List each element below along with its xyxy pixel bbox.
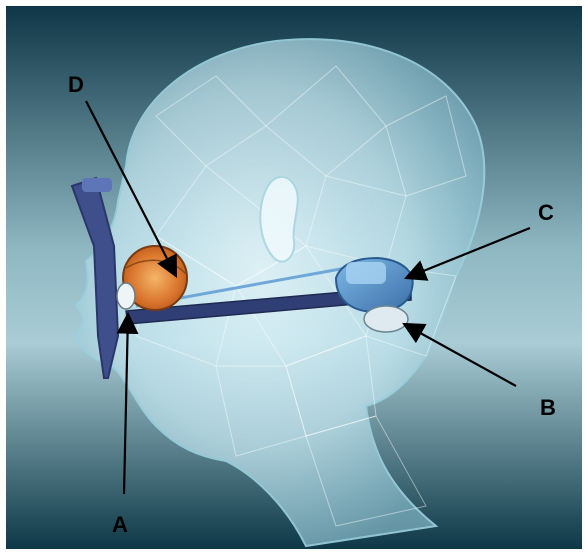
label-b: B (540, 395, 556, 420)
head-glasses-diagram: D C B A (6, 6, 582, 549)
label-d: D (68, 72, 84, 97)
receiver-disc (364, 306, 408, 332)
diagram-frame: D C B A (6, 6, 582, 549)
implant-lens (117, 283, 135, 309)
label-c: C (538, 200, 554, 225)
label-a: A (112, 512, 128, 537)
